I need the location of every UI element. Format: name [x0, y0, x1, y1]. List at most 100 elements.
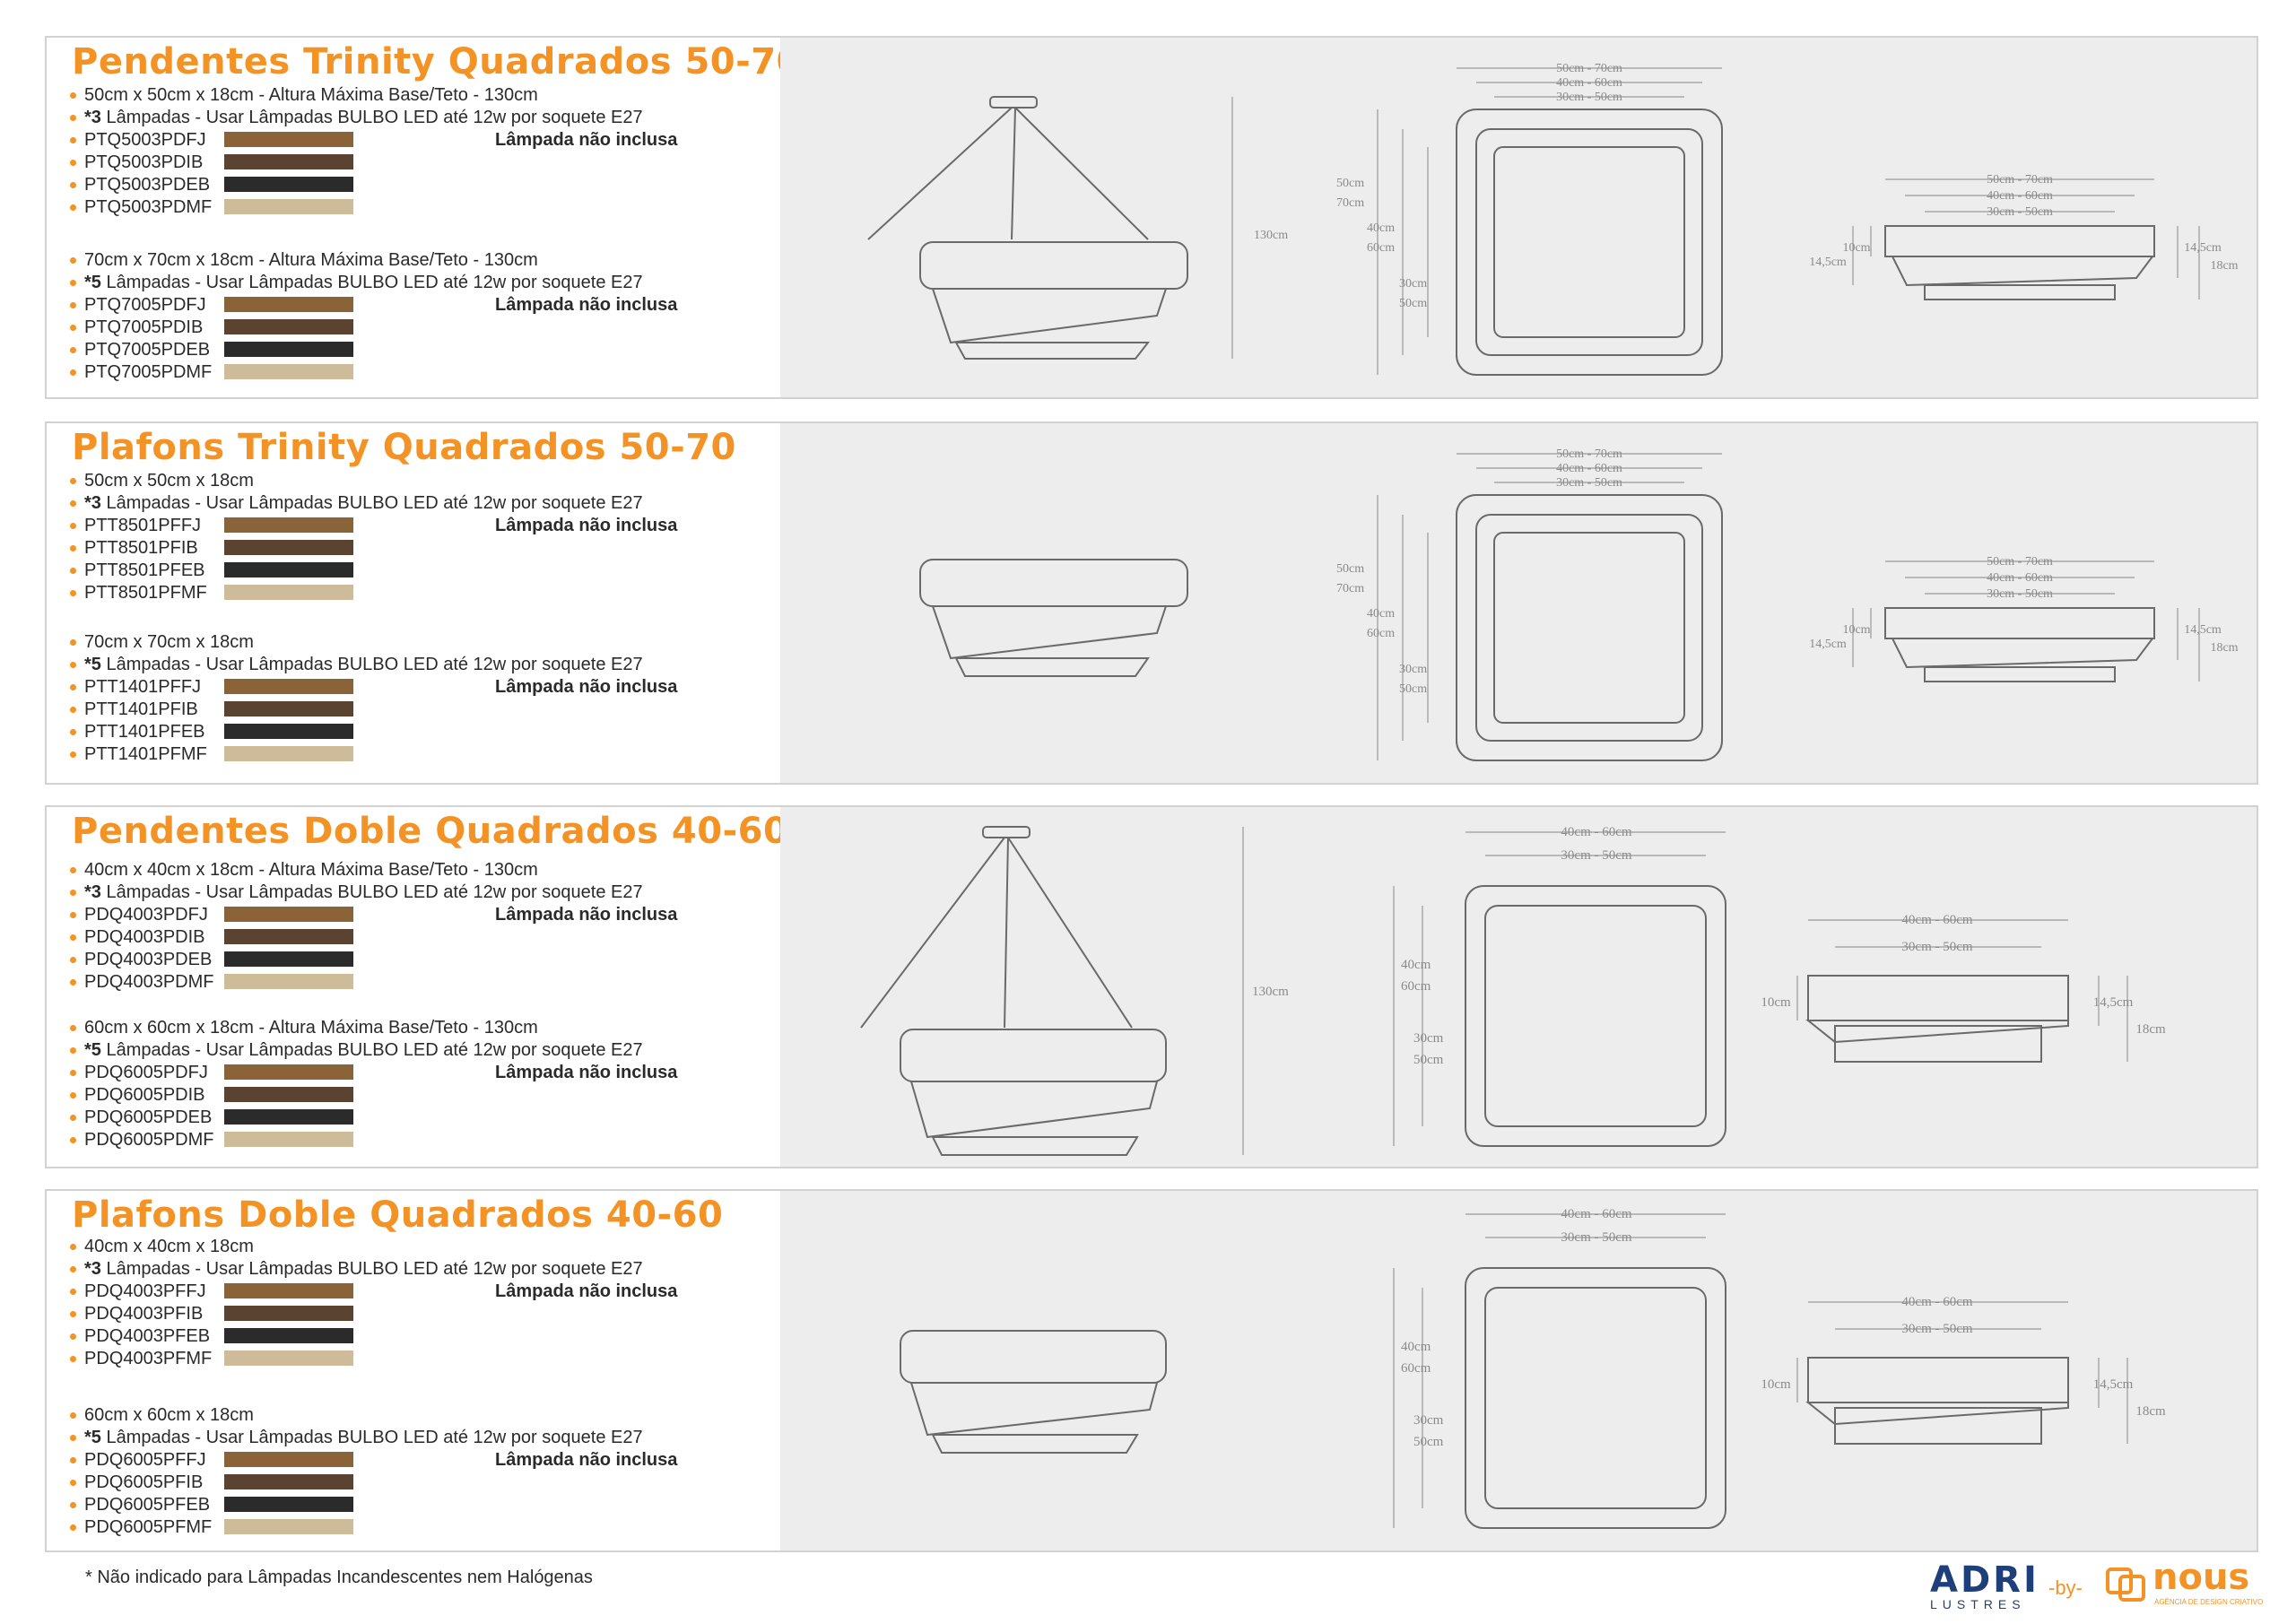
finish-swatch — [224, 1283, 353, 1298]
lamp-not-included-note: Lâmpada não inclusa — [495, 905, 678, 925]
technical-drawing: 40cm - 60cm 30cm - 50cm 40cm 60cm 30cm 5… — [900, 1207, 2166, 1529]
lamp-not-included-note: Lâmpada não inclusa — [495, 1063, 678, 1082]
product-code: PTQ7005PDMF — [68, 361, 643, 384]
dim-label: 50cm — [1399, 297, 1427, 310]
dim-label: 40cm — [1367, 221, 1395, 235]
finish-swatch — [224, 177, 353, 192]
dim-label: 40cm - 60cm — [1901, 1295, 1972, 1309]
size-spec: 40cm x 40cm x 18cm — [68, 1236, 643, 1258]
adri-lustres-logo: ADRI LUSTRES — [1930, 1559, 2039, 1611]
product-info: Plafons Trinity Quadrados 50-70 50cm x 5… — [47, 423, 780, 783]
product-code: PTQ7005PDEB — [68, 339, 643, 361]
finish-swatch — [224, 364, 353, 379]
lamp-not-included-note: Lâmpada não inclusa — [495, 677, 678, 697]
finish-swatch — [224, 585, 353, 600]
finish-swatch — [224, 974, 353, 989]
size-spec: 50cm x 50cm x 18cm - Altura Máxima Base/… — [68, 84, 643, 107]
lamp-spec: *3 Lâmpadas - Usar Lâmpadas BULBO LED at… — [68, 492, 643, 515]
dim-label: 40cm - 60cm — [1561, 1207, 1631, 1221]
finish-swatch — [224, 701, 353, 716]
dim-label: 30cm - 50cm — [1556, 91, 1622, 104]
product-code: PTT8501PFIB — [68, 537, 643, 560]
product-section-1: Pendentes Trinity Quadrados 50-70 50cm x… — [45, 36, 2258, 399]
variant-group: 40cm x 40cm x 18cm *3 Lâmpadas - Usar Lâ… — [68, 1236, 677, 1370]
product-code: PDQ4003PDMF — [68, 971, 643, 994]
product-info: Pendentes Trinity Quadrados 50-70 50cm x… — [47, 38, 801, 397]
finish-swatch — [224, 1306, 353, 1321]
section-title: Pendentes Doble Quadrados 40-60 — [72, 811, 789, 852]
lamp-spec: *5 Lâmpadas - Usar Lâmpadas BULBO LED at… — [68, 654, 643, 676]
finish-swatch — [224, 1350, 353, 1366]
technical-drawing-panel: 130cm 50cm - 70cm 40cm - 60cm 30cm - 50c… — [780, 38, 2257, 397]
lamp-spec: *3 Lâmpadas - Usar Lâmpadas BULBO LED at… — [68, 881, 643, 904]
product-info: Plafons Doble Quadrados 40-60 40cm x 40c… — [47, 1191, 780, 1550]
variant-group: 40cm x 40cm x 18cm - Altura Máxima Base/… — [68, 859, 677, 994]
dim-label: 40cm — [1401, 958, 1431, 972]
lamp-spec: *3 Lâmpadas - Usar Lâmpadas BULBO LED at… — [68, 107, 643, 129]
dim-label: 14,5cm — [1809, 256, 1847, 269]
section-title: Plafons Trinity Quadrados 50-70 — [72, 427, 736, 468]
dim-label: 50cm - 70cm — [1987, 173, 2053, 187]
product-code: PTQ7005PDIB — [68, 317, 643, 339]
dim-label: 30cm - 50cm — [1556, 476, 1622, 490]
dim-label: 60cm — [1367, 241, 1395, 255]
dim-label: 40cm — [1367, 607, 1395, 621]
section-title: Plafons Doble Quadrados 40-60 — [72, 1194, 724, 1236]
product-code: PDQ6005PDIB — [68, 1084, 643, 1107]
product-code: PDQ4003PDEB — [68, 949, 643, 971]
dim-label: 30cm - 50cm — [1901, 940, 1972, 954]
dim-label: 18cm — [2135, 1404, 2166, 1419]
dim-label: 30cm — [1413, 1031, 1444, 1046]
finish-swatch — [224, 297, 353, 312]
finish-swatch — [224, 724, 353, 739]
dim-label: 40cm - 60cm — [1556, 462, 1622, 475]
variant-group: 50cm x 50cm x 18cm - Altura Máxima Base/… — [68, 84, 677, 219]
dim-label: 10cm — [1761, 995, 1791, 1010]
dim-label: 18cm — [2135, 1022, 2166, 1037]
dim-label: 10cm — [1842, 623, 1870, 637]
lamp-not-included-note: Lâmpada não inclusa — [495, 1450, 678, 1470]
dim-label: 18cm — [2210, 641, 2238, 655]
finish-swatch — [224, 1109, 353, 1125]
product-code: PTT1401PFIB — [68, 699, 643, 721]
dim-label: 14,5cm — [2093, 1377, 2134, 1392]
product-code: PTT1401PFMF — [68, 743, 643, 766]
dim-label: 30cm — [1399, 663, 1427, 676]
finish-swatch — [224, 1087, 353, 1102]
dim-label: 30cm - 50cm — [1561, 1230, 1631, 1245]
dim-label: 50cm — [1399, 682, 1427, 696]
finish-swatch — [224, 1452, 353, 1467]
finish-swatch — [224, 132, 353, 147]
finish-swatch — [224, 1132, 353, 1147]
finish-swatch — [224, 1519, 353, 1534]
variant-group: 60cm x 60cm x 18cm - Altura Máxima Base/… — [68, 1017, 677, 1151]
footnote: * Não indicado para Lâmpadas Incandescen… — [85, 1568, 593, 1587]
dim-label: 50cm - 70cm — [1987, 555, 2053, 569]
dim-label: 18cm — [2210, 259, 2238, 273]
size-spec: 50cm x 50cm x 18cm — [68, 470, 643, 492]
finish-swatch — [224, 929, 353, 944]
dim-label: 30cm — [1399, 277, 1427, 291]
product-code: PTT8501PFEB — [68, 560, 643, 582]
technical-drawing-panel: 130cm 40cm - 60cm 30cm - 50cm 40cm 60cm … — [780, 807, 2257, 1167]
product-code: PDQ6005PDMF — [68, 1129, 643, 1151]
finish-swatch — [224, 1328, 353, 1343]
dim-label: 60cm — [1401, 1361, 1431, 1376]
technical-drawing-panel: 50cm - 70cm 40cm - 60cm 30cm - 50cm 50cm… — [780, 423, 2257, 783]
dim-label: 14,5cm — [1809, 638, 1847, 651]
finish-swatch — [224, 199, 353, 214]
dim-height-label: 130cm — [1254, 229, 1288, 242]
dim-height-label: 130cm — [1252, 985, 1289, 999]
technical-drawing: 130cm 40cm - 60cm 30cm - 50cm 40cm 60cm … — [860, 825, 2166, 1156]
product-section-3: Pendentes Doble Quadrados 40-60 40cm x 4… — [45, 805, 2258, 1168]
product-code: PDQ6005PFIB — [68, 1472, 643, 1494]
size-spec: 40cm x 40cm x 18cm - Altura Máxima Base/… — [68, 859, 643, 881]
product-code: PTQ5003PDMF — [68, 196, 643, 219]
dim-label: 14,5cm — [2184, 623, 2222, 637]
product-code: PDQ6005PFMF — [68, 1516, 643, 1539]
finish-swatch — [224, 907, 353, 922]
